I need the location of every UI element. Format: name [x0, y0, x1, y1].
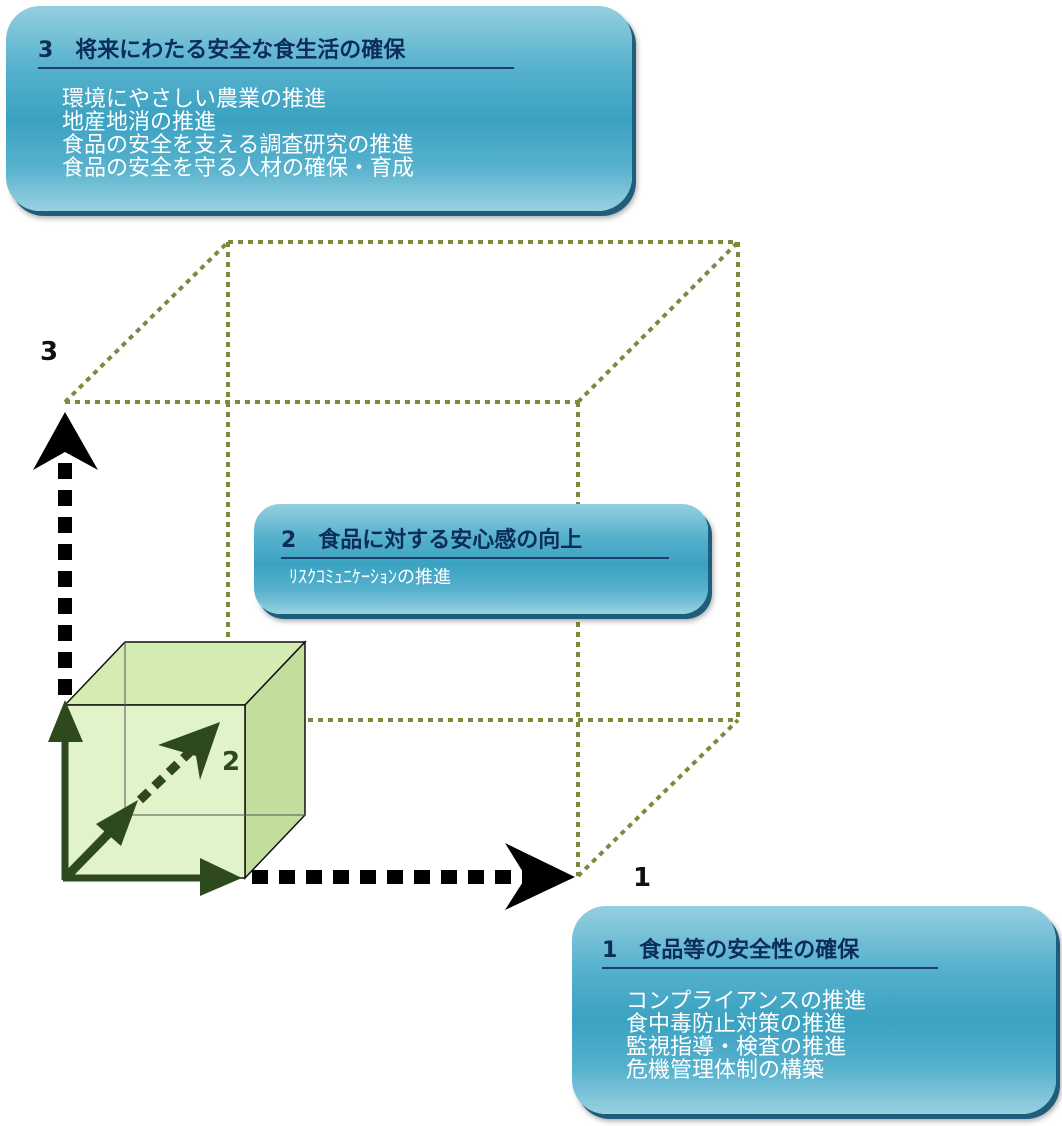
y-axis-arrow — [33, 412, 98, 695]
box-food-reassurance-title: 2 食品に対する安心感の向上 — [281, 522, 669, 559]
list-item: 監視指導・検査の推進 — [626, 1035, 847, 1060]
box-food-reassurance-items: ﾘｽｸｺﾐｭﾆｹｰｼｮﾝの推進 — [289, 568, 451, 588]
list-item: 環境にやさしい農業の推進 — [62, 87, 327, 112]
list-item: 地産地消の推進 — [62, 110, 217, 135]
list-item: コンプライアンスの推進 — [626, 989, 867, 1014]
large-cube-edge-top-right — [576, 240, 740, 404]
box-food-safety-title: 1 食品等の安全性の確保 — [602, 932, 938, 969]
box-food-reassurance: 2 食品に対する安心感の向上 ﾘｽｸｺﾐｭﾆｹｰｼｮﾝの推進 — [254, 504, 708, 614]
axis-label-y: 3 — [40, 337, 59, 367]
list-item: 食中毒防止対策の推進 — [626, 1012, 847, 1037]
y-axis-arrowhead — [33, 412, 98, 470]
x-axis-arrow — [252, 843, 575, 910]
small-cube-axis-arrows — [48, 700, 242, 896]
box-food-safety: 1 食品等の安全性の確保 コンプライアンスの推進 食中毒防止対策の推進 監視指導… — [572, 906, 1056, 1114]
list-item: 危機管理体制の構築 — [626, 1058, 825, 1083]
y-short-arrowhead — [48, 700, 83, 742]
axis-label-z: 2 — [222, 747, 241, 777]
z-short-arrowhead — [96, 800, 138, 846]
box-food-safety-items: コンプライアンスの推進 食中毒防止対策の推進 監視指導・検査の推進 危機管理体制… — [626, 990, 866, 1082]
large-cube-edge-bottom-right — [576, 718, 740, 878]
list-item: 食品の安全を支える調査研究の推進 — [62, 133, 414, 158]
large-cube-edge-top-left — [63, 240, 230, 404]
box-safe-food-life-title: 3 将来にわたる安全な食生活の確保 — [38, 32, 514, 69]
z-long-arrowhead — [158, 722, 220, 780]
x-short-arrowhead — [200, 858, 242, 896]
list-item: ﾘｽｸｺﾐｭﾆｹｰｼｮﾝの推進 — [289, 567, 451, 588]
list-item: 食品の安全を守る人材の確保・育成 — [62, 156, 415, 181]
box-safe-food-life-items: 環境にやさしい農業の推進 地産地消の推進 食品の安全を支える調査研究の推進 食品… — [62, 88, 414, 180]
x-axis-arrowhead — [505, 843, 575, 910]
box-safe-food-life: 3 将来にわたる安全な食生活の確保 環境にやさしい農業の推進 地産地消の推進 食… — [6, 6, 632, 211]
axis-label-x: 1 — [633, 863, 652, 893]
large-dotted-cube — [63, 240, 740, 878]
